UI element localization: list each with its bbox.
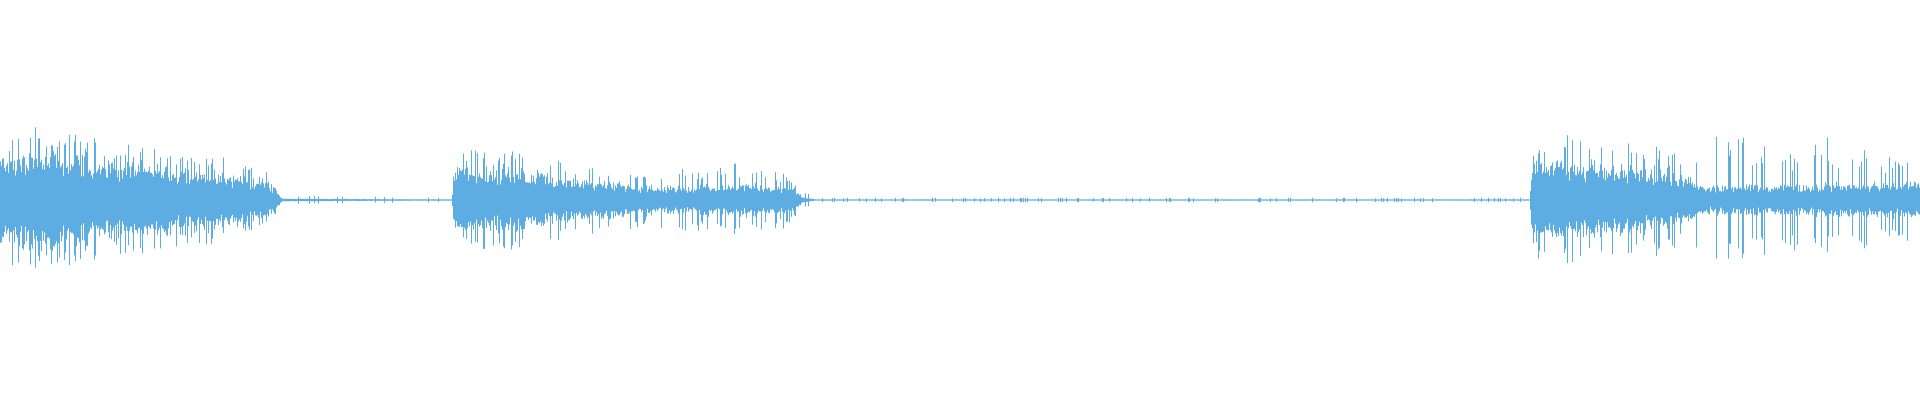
- waveform-bars: [0, 127, 1920, 268]
